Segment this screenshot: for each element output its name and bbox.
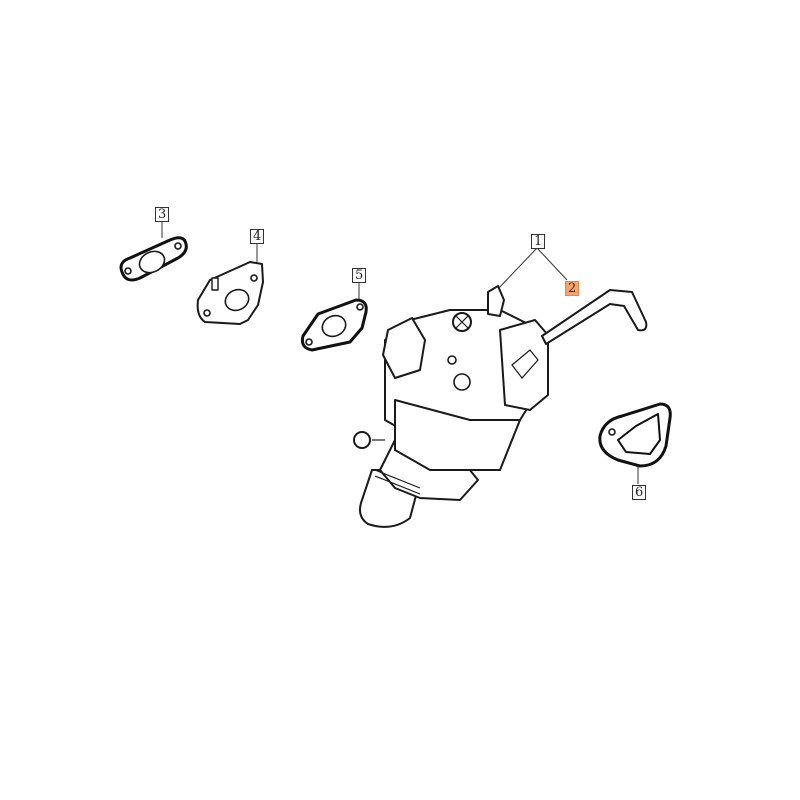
callout-1[interactable]: 1: [531, 234, 546, 249]
callout-5[interactable]: 5: [352, 268, 367, 283]
part-1-carburetor[interactable]: [353, 247, 568, 528]
part-4-insulator[interactable]: [196, 243, 264, 325]
callout-2-highlighted[interactable]: 2: [565, 281, 580, 296]
part-2-choke-rod[interactable]: [541, 289, 648, 345]
part-3-gasket[interactable]: [119, 221, 188, 282]
callout-3[interactable]: 3: [155, 207, 170, 222]
part-5-gasket[interactable]: [300, 282, 368, 352]
callout-6[interactable]: 6: [632, 485, 647, 500]
callout-4[interactable]: 4: [250, 229, 265, 244]
part-6-air-cleaner-gasket[interactable]: [598, 402, 672, 484]
